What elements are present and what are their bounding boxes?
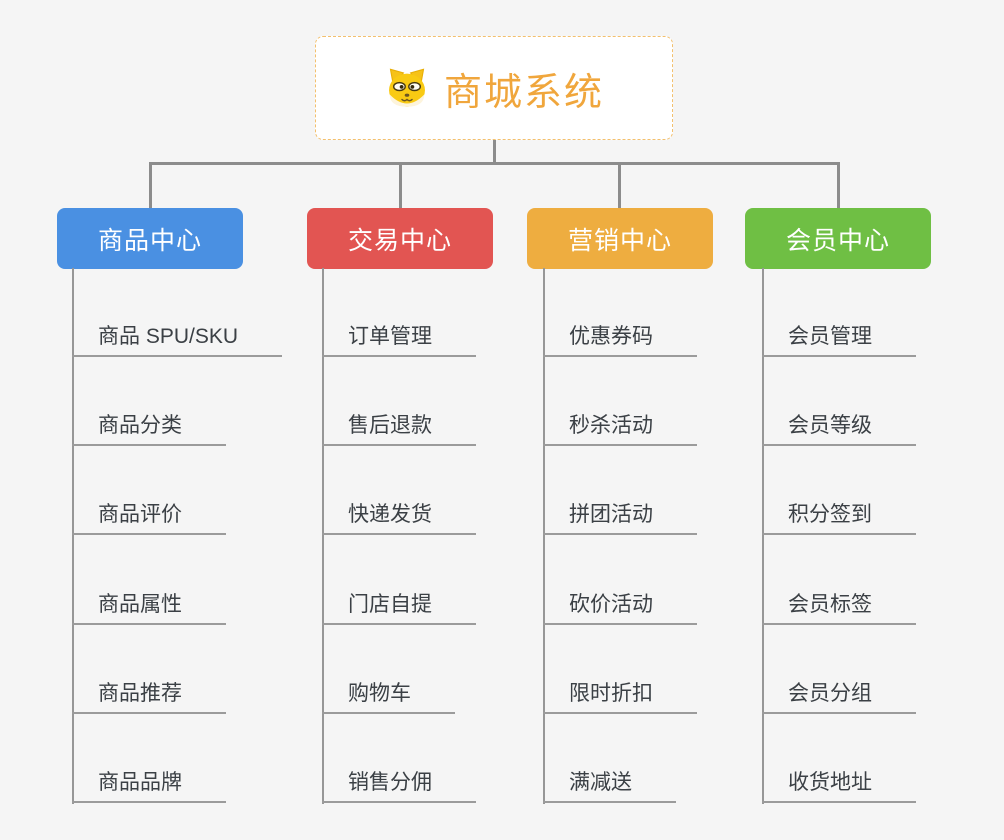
branch-label: 交易中心: [347, 226, 452, 255]
connector-bus: [149, 162, 840, 165]
root-node[interactable]: 商城系统: [315, 36, 673, 140]
leaf-node[interactable]: 拼团活动: [543, 504, 697, 535]
connector-drop: [837, 162, 840, 208]
branch-label: 会员中心: [785, 226, 890, 255]
leaf-node[interactable]: 商品评价: [72, 504, 226, 535]
leaf-node[interactable]: 快递发货: [322, 504, 476, 535]
branch-node-products[interactable]: 商品中心: [57, 208, 243, 269]
leaf-node[interactable]: 商品属性: [72, 594, 226, 625]
leaf-node[interactable]: 销售分佣: [322, 772, 476, 803]
leaf-node[interactable]: 购物车: [322, 683, 455, 714]
leaf-node[interactable]: 积分签到: [762, 504, 916, 535]
branch-items-members: 会员管理 会员等级 积分签到 会员标签 会员分组 收货地址: [762, 268, 916, 804]
root-label: 商城系统: [443, 71, 604, 114]
connector-drop: [149, 162, 152, 208]
branch-label: 营销中心: [567, 226, 672, 255]
leaf-node[interactable]: 秒杀活动: [543, 415, 697, 446]
leaf-node[interactable]: 限时折扣: [543, 683, 697, 714]
leaf-node[interactable]: 会员管理: [762, 326, 916, 357]
leaf-node[interactable]: 会员等级: [762, 415, 916, 446]
connector-drop: [618, 162, 621, 208]
shiba-dog-icon: [384, 65, 430, 111]
leaf-node[interactable]: 会员分组: [762, 683, 916, 714]
leaf-node[interactable]: 商品分类: [72, 415, 226, 446]
leaf-node[interactable]: 商品品牌: [72, 772, 226, 803]
leaf-node[interactable]: 满减送: [543, 772, 676, 803]
connector-drop: [399, 162, 402, 208]
branch-items-marketing: 优惠券码 秒杀活动 拼团活动 砍价活动 限时折扣 满减送: [543, 268, 697, 804]
leaf-node[interactable]: 砍价活动: [543, 594, 697, 625]
leaf-node[interactable]: 收货地址: [762, 772, 916, 803]
branch-items-products: 商品 SPU/SKU 商品分类 商品评价 商品属性 商品推荐 商品品牌: [72, 268, 283, 804]
leaf-node[interactable]: 门店自提: [322, 594, 476, 625]
branch-node-trade[interactable]: 交易中心: [307, 208, 493, 269]
connector-root-stub: [493, 140, 496, 163]
branch-node-members[interactable]: 会员中心: [745, 208, 931, 269]
leaf-node[interactable]: 优惠券码: [543, 326, 697, 357]
leaf-node[interactable]: 商品推荐: [72, 683, 226, 714]
leaf-node[interactable]: 售后退款: [322, 415, 476, 446]
leaf-node[interactable]: 会员标签: [762, 594, 916, 625]
branch-items-trade: 订单管理 售后退款 快递发货 门店自提 购物车 销售分佣: [322, 268, 476, 804]
leaf-node[interactable]: 商品 SPU/SKU: [72, 326, 283, 357]
branch-node-marketing[interactable]: 营销中心: [527, 208, 713, 269]
branch-label: 商品中心: [97, 226, 202, 255]
leaf-node[interactable]: 订单管理: [322, 326, 476, 357]
